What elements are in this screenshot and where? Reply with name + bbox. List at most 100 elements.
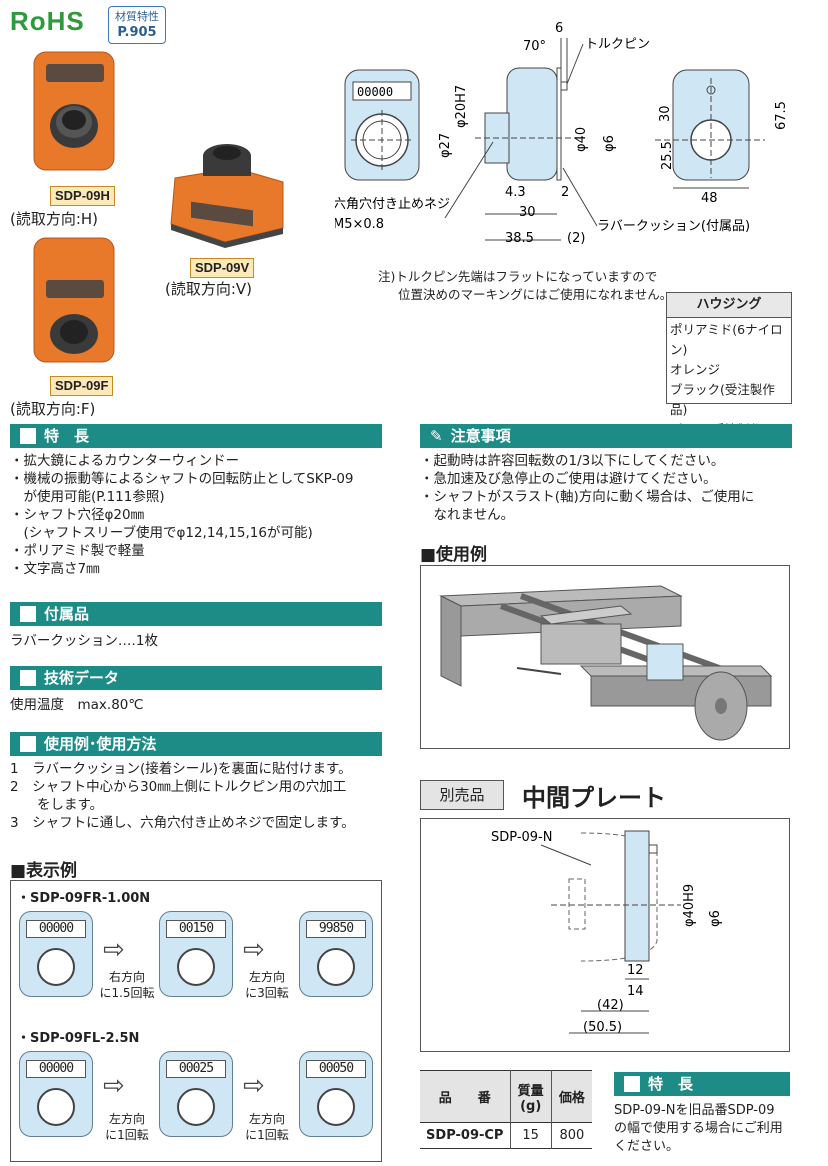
arrow-right-icon: ⇨ <box>243 1071 265 1101</box>
spec-table: 品 番 質量 (g) 価格 SDP-09-CP 15 800 <box>420 1070 592 1149</box>
accessory-text: ラバークッション‥‥1枚 <box>10 633 158 649</box>
ex1-step1: 右方向に1.5回転 <box>99 970 155 1000</box>
spec-h-mass: 質量 (g) <box>509 1070 552 1123</box>
spec-mass: 15 <box>509 1122 552 1149</box>
dw-phi27: φ27 <box>438 133 453 158</box>
ex1-label: ・SDP-09FR-1.00N <box>17 891 151 906</box>
usage-list: 1 ラバークッション(接着シール)を裏面に貼付けます。 2 シャフト中心から30… <box>10 760 382 832</box>
caution-list: ・起動時は許容回転数の1/3以下にしてください。 ・急加速及び急停止のご使用は避… <box>420 452 792 524</box>
caution-item: ・シャフトがスラスト(軸)方向に動く場合は、ご使用に <box>420 489 755 505</box>
dial-ring <box>177 948 215 986</box>
dial-ring <box>37 1088 75 1126</box>
usage-header: 使用例･使用方法 <box>10 732 382 756</box>
housing-row: オレンジ <box>670 362 721 377</box>
features-title: 特 長 <box>44 427 90 445</box>
ex2-label: ・SDP-09FL-2.5N <box>17 1031 140 1046</box>
dw-phi40: φ40 <box>574 127 589 152</box>
arrow-right-icon: ⇨ <box>103 935 125 965</box>
dw-hex-size: M5×0.8 <box>335 217 384 232</box>
feature-item: (シャフトスリーブ使用でφ12,14,15,16が可能) <box>10 525 313 541</box>
product-dir-v: (読取方向:V) <box>165 280 253 298</box>
product-code-v: SDP-09V <box>190 258 255 278</box>
dw-torque-pin: トルクピン <box>585 37 650 52</box>
accessory-header: 付属品 <box>10 602 382 626</box>
ex1-counter3: 99850 <box>306 920 366 938</box>
feature-item: ・機械の振動等によるシャフトの回転防止としてSKP-09 <box>10 471 354 487</box>
ex2-step2: 左方向に1回転 <box>245 1112 289 1142</box>
product-photo-h <box>33 51 115 171</box>
ex1-dial2: 00150 <box>159 911 233 997</box>
dw-d43: 4.3 <box>505 185 526 200</box>
product-dir-h: (読取方向:H) <box>10 210 99 228</box>
usage-item: 2 シャフト中心から30㎜上側にトルクピン用の穴加工 <box>10 779 347 795</box>
ex1-counter1: 00000 <box>26 920 86 938</box>
example-title: ■使用例 <box>420 545 488 565</box>
housing-title: ハウジング <box>667 293 791 318</box>
dw-v255: 25.5 <box>660 141 675 170</box>
spec-price: 800 <box>550 1122 592 1149</box>
housing-table: ハウジング ポリアミド(6ナイロン) オレンジ ブラック(受注製作品) グレー(… <box>666 292 792 437</box>
dw-d6: 6 <box>555 21 563 36</box>
features2-text: SDP-09-Nを旧品番SDP-09 の幅で使用する場合にご利用 ください。 <box>614 1103 783 1154</box>
usage-item: をします。 <box>10 797 104 813</box>
dw-rubber: ラバークッション(付属品) <box>597 219 750 234</box>
ex2-counter2: 00025 <box>166 1060 226 1078</box>
plate-title: 中間プレート <box>522 784 666 812</box>
plate-d12: 12 <box>627 963 644 978</box>
feature-item: ・拡大鏡によるカウンターウィンドー <box>10 453 240 469</box>
ex2-counter3: 00050 <box>306 1060 366 1078</box>
material-label: 材質特性 <box>115 10 159 23</box>
caution-item: ・起動時は許容回転数の1/3以下にしてください。 <box>420 453 725 469</box>
spec-h-price: 価格 <box>550 1070 592 1123</box>
material-page: P.905 <box>117 25 157 40</box>
feature-item: ・文字高さ7㎜ <box>10 561 100 577</box>
dw-phi20: φ20H7 <box>454 85 469 128</box>
material-badge[interactable]: 材質特性 P.905 <box>108 6 166 44</box>
display-title: ■表示例 <box>10 861 78 881</box>
plate-tag: 別売品 <box>420 780 504 810</box>
note-line2: 位置決めのマーキングにはご使用になれません。 <box>398 287 673 302</box>
feature-item: ・シャフト穴径φ20㎜ <box>10 507 145 523</box>
ex1-counter2: 00150 <box>166 920 226 938</box>
features2-header: 特 長 <box>614 1072 790 1096</box>
arrow-right-icon: ⇨ <box>103 1071 125 1101</box>
product-photo-v <box>170 144 284 248</box>
product-dir-f: (読取方向:F) <box>10 400 96 418</box>
dw-p2: (2) <box>567 231 585 246</box>
feature-item: ・ポリアミド製で軽量 <box>10 543 145 559</box>
tech-title: 技術データ <box>44 669 120 687</box>
product-code-f: SDP-09F <box>50 376 114 396</box>
features-header: 特 長 <box>10 424 382 448</box>
ex2-counter1: 00000 <box>26 1060 86 1078</box>
features-list: ・拡大鏡によるカウンターウィンドー ・機械の振動等によるシャフトの回転防止として… <box>10 452 382 578</box>
plate-phi40: φ40H9 <box>682 884 697 927</box>
dw-counter: 00000 <box>357 85 393 99</box>
pencil-icon: ✎ <box>430 427 443 445</box>
dw-hex-screw: 六角穴付き止めネジ <box>335 197 450 212</box>
features2-title: 特 長 <box>648 1075 694 1093</box>
dial-ring <box>317 1088 355 1126</box>
dimension-drawing: 00000 6 70° トルクピン φ20H7 φ27 φ40 φ6 4.3 2… <box>335 21 789 246</box>
caution-title: 注意事項 <box>450 427 511 445</box>
caution-item: ・急加速及び急停止のご使用は避けてください。 <box>420 471 717 487</box>
dw-v30: 30 <box>658 105 673 122</box>
caution-header: ✎ 注意事項 <box>420 424 792 448</box>
dial-ring <box>177 1088 215 1126</box>
plate-model: SDP-09-N <box>491 830 552 845</box>
dial-ring <box>317 948 355 986</box>
plate-d505: (50.5) <box>583 1020 622 1035</box>
usage-item: 1 ラバークッション(接着シール)を裏面に貼付けます。 <box>10 761 352 777</box>
note-line1: 注)トルクピン先端はフラットになっていますので <box>378 269 658 284</box>
dw-d2: 2 <box>561 185 569 200</box>
product-photo-f <box>33 237 115 363</box>
tech-header: 技術データ <box>10 666 382 690</box>
plate-drawing: SDP-09-N φ40H9 φ6 12 14 (42) (50.5) <box>420 818 790 1052</box>
plate-phi6: φ6 <box>708 910 723 927</box>
feature-item: が使用可能(P.111参照) <box>10 489 165 505</box>
tech-text: 使用温度 max.80℃ <box>10 697 144 713</box>
usage-title: 使用例･使用方法 <box>44 735 157 753</box>
housing-row: ブラック(受注製作品) <box>670 382 775 417</box>
product-code-h: SDP-09H <box>50 186 115 206</box>
ex2-dial2: 00025 <box>159 1051 233 1137</box>
dw-angle: 70° <box>523 39 546 54</box>
